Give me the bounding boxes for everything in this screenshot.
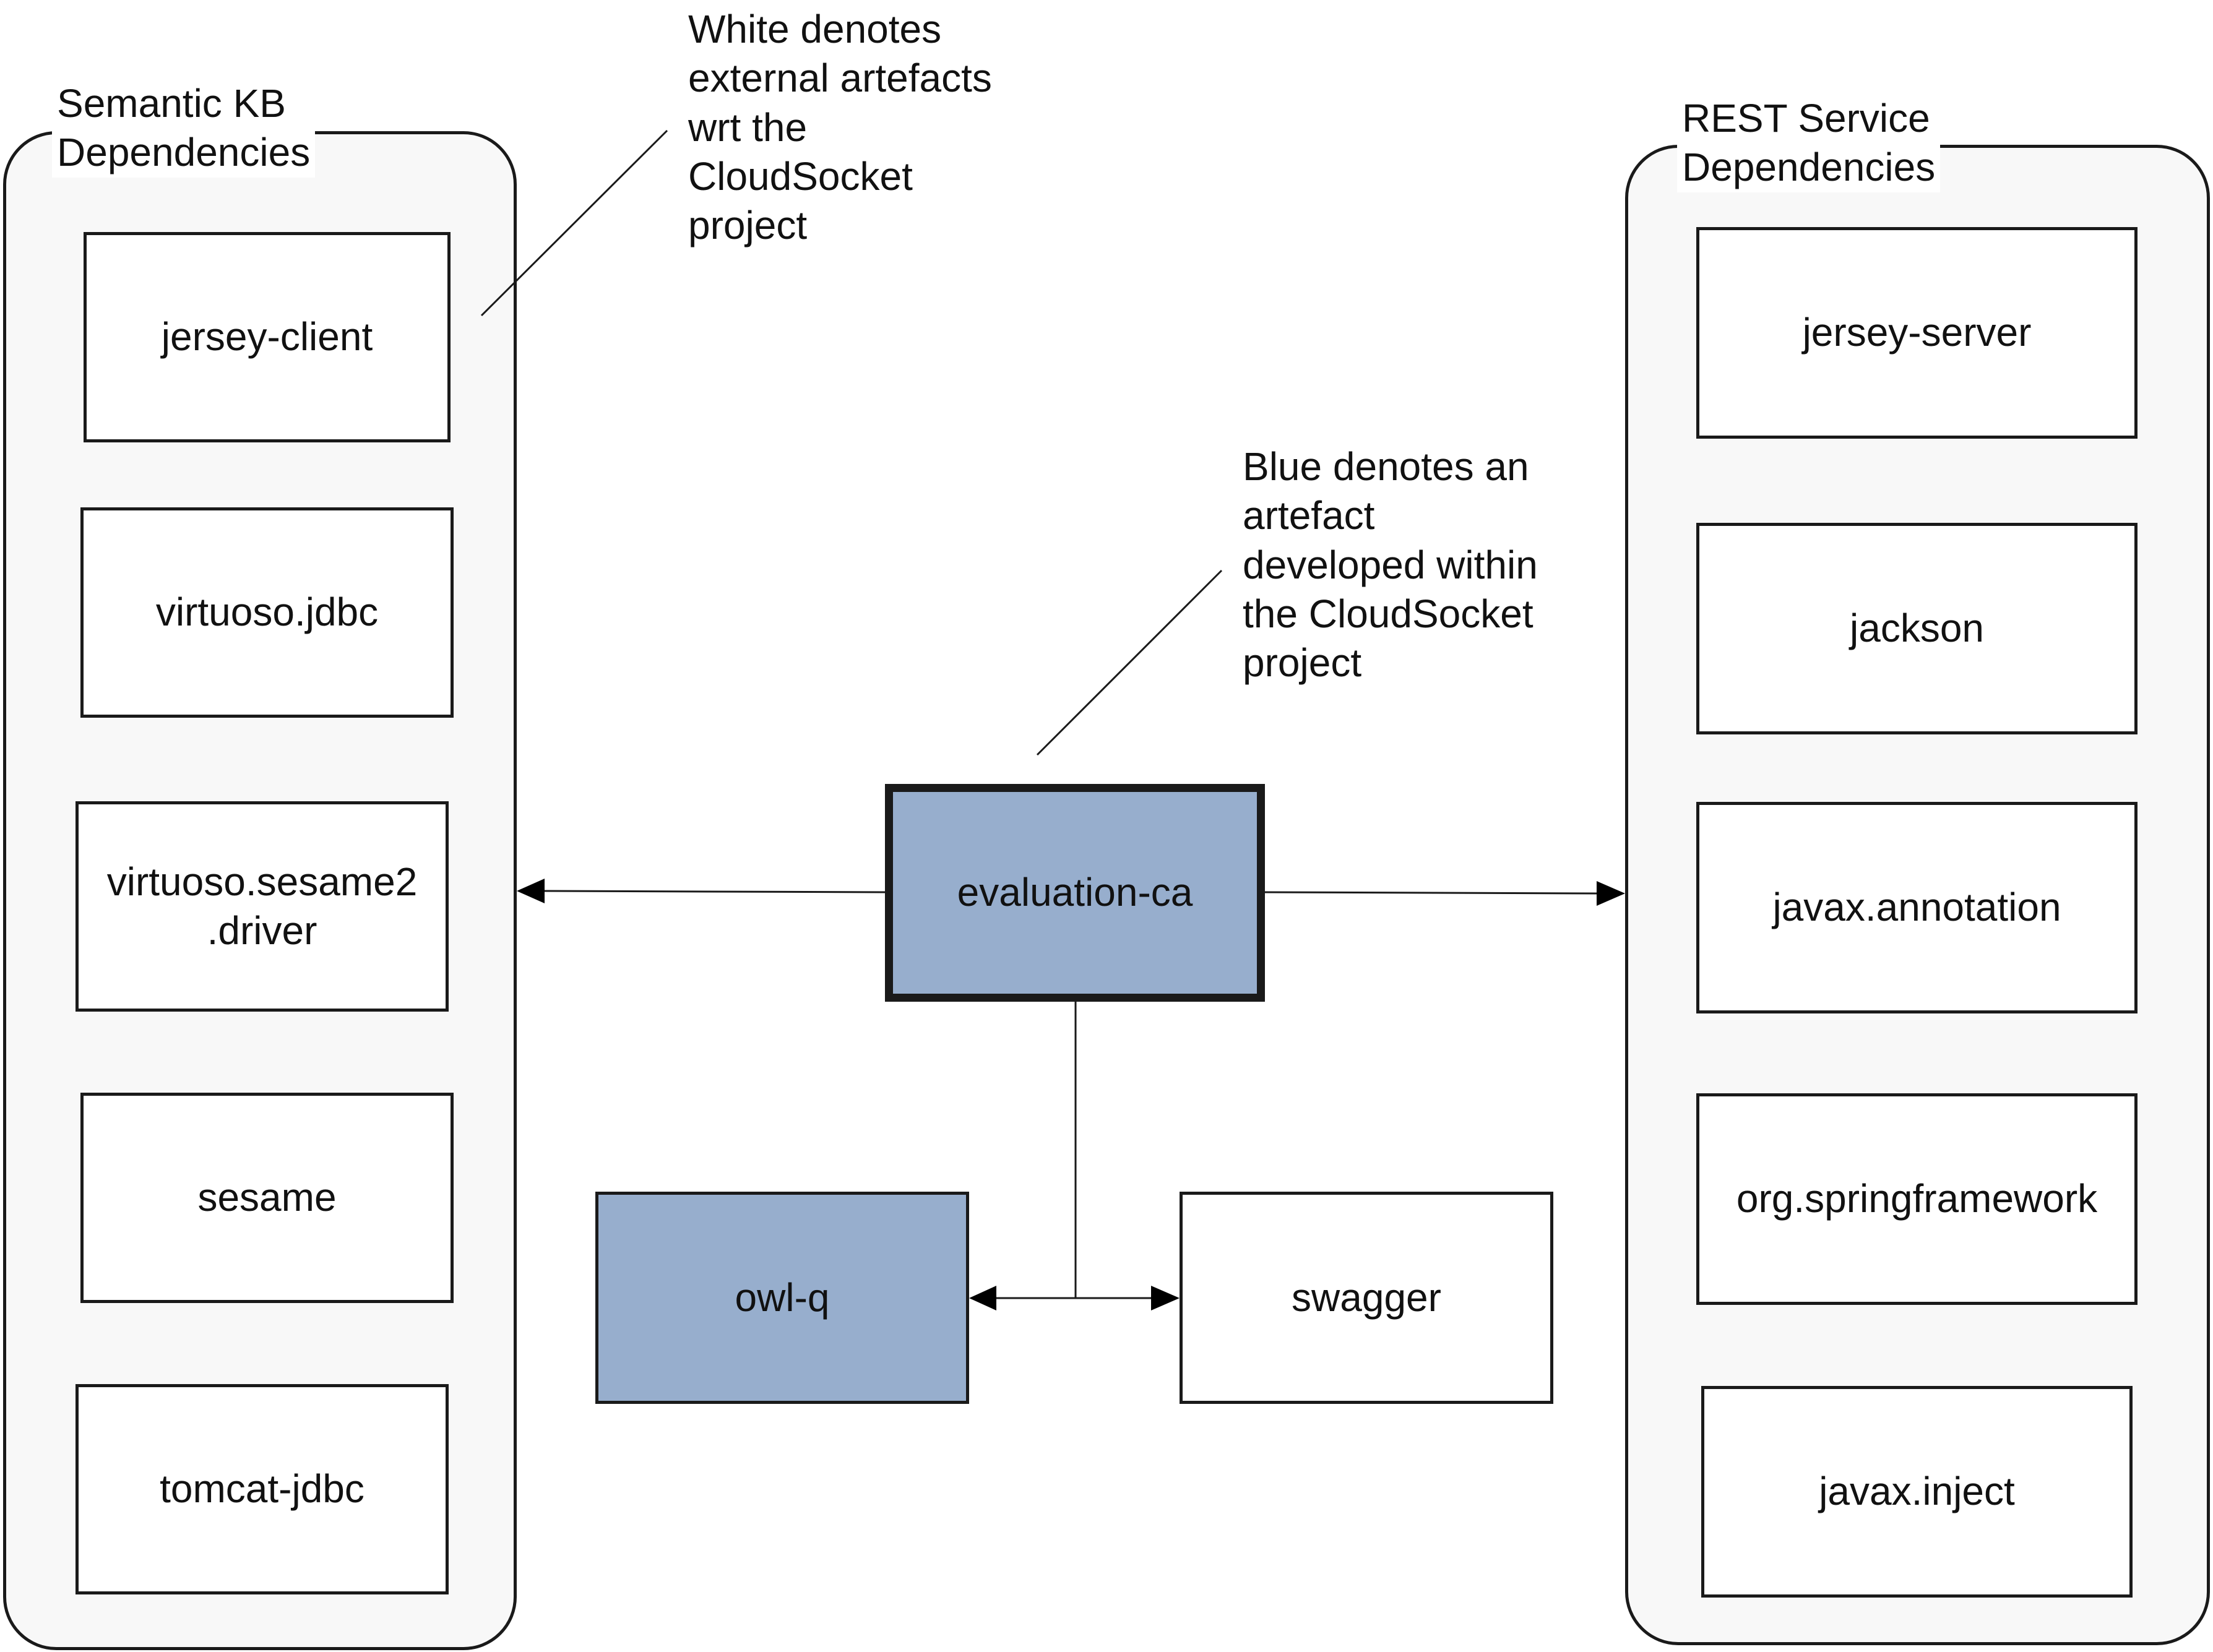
node-jackson: jackson: [1696, 523, 2138, 734]
node-org-springframework: org.springframework: [1696, 1093, 2138, 1305]
semantic-kb-group-label: Semantic KB Dependencies: [52, 79, 316, 178]
node-evaluation-ca: evaluation-ca: [885, 784, 1265, 1002]
edge-evaluation-to-rest-service: [1264, 891, 1597, 895]
arrowhead-semantic-kb: [517, 879, 545, 903]
edge-evaluation-to-semantic-kb: [544, 890, 887, 893]
note-leader-white: [480, 129, 668, 317]
node-swagger: swagger: [1180, 1192, 1553, 1404]
arrowhead-swagger: [1151, 1286, 1180, 1310]
node-javax-annotation: javax.annotation: [1696, 802, 2138, 1013]
node-tomcat-jdbc: tomcat-jdbc: [75, 1384, 449, 1594]
note-blue-internal: Blue denotes an artefact developed withi…: [1243, 444, 1538, 686]
node-javax-inject: javax.inject: [1701, 1386, 2133, 1598]
rest-service-group-label: REST Service Dependencies: [1677, 94, 1941, 192]
node-jersey-server: jersey-server: [1696, 227, 2138, 439]
node-virtuoso-jdbc: virtuoso.jdbc: [80, 507, 454, 718]
node-sesame: sesame: [80, 1093, 454, 1303]
arrowhead-rest-service: [1597, 881, 1625, 906]
node-owl-q: owl-q: [595, 1192, 969, 1404]
note-white-external: White denotes external artefacts wrt the…: [688, 7, 992, 248]
node-jersey-client: jersey-client: [84, 232, 451, 442]
note-leader-blue: [1036, 569, 1223, 756]
arrowhead-owl-q: [969, 1286, 996, 1310]
node-virtuoso-sesame2-driver: virtuoso.sesame2 .driver: [75, 801, 449, 1012]
